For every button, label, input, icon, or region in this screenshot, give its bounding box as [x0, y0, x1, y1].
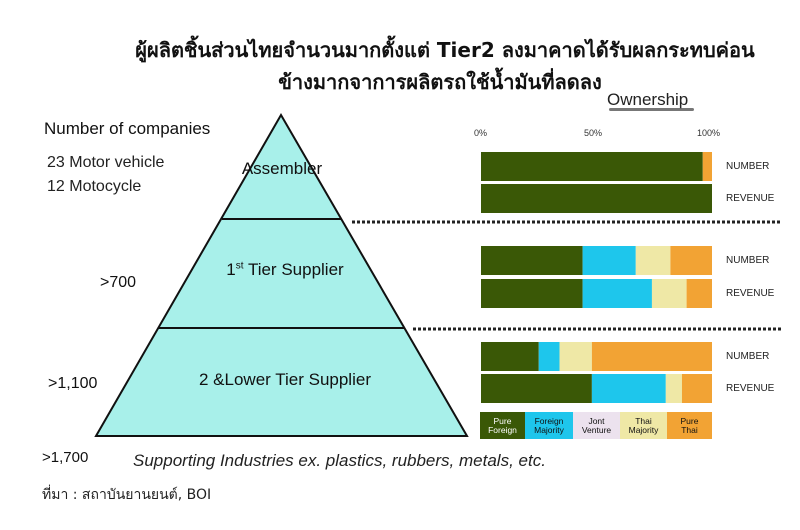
bar-label-number: NUMBER: [726, 351, 770, 362]
axis-tick-50: 50%: [584, 128, 603, 138]
ownership-underline: [609, 108, 694, 111]
bar-segment-thai-majority: [651, 279, 687, 308]
bar-segment-pure-foreign: [481, 152, 703, 181]
motorcycle-count: 12 Motocycle: [47, 178, 142, 195]
motor-vehicle-count: 23 Motor vehicle: [47, 154, 165, 171]
bar-segment-pure-thai: [686, 279, 712, 308]
bar-label-revenue: REVENUE: [726, 288, 775, 299]
bar-segment-pure-thai: [681, 374, 712, 403]
bars-layer: [481, 152, 712, 403]
pyramid: [94, 113, 469, 437]
tier-label-second-tier: 2 &Lower Tier Supplier: [199, 370, 371, 389]
bar-segment-thai-majority: [665, 374, 682, 403]
bar-segment-thai-majority: [559, 342, 592, 371]
bar-segment-pure-thai: [670, 246, 712, 275]
bar-segment-thai-majority: [635, 246, 671, 275]
bar-label-number: NUMBER: [726, 161, 770, 172]
title-line-1: ผู้ผลิตชิ้นส่วนไทยจำนวนมากตั้งแต่ Tier2 …: [135, 38, 755, 62]
bar-segment-pure-foreign: [481, 374, 592, 403]
bar-segment-pure-foreign: [481, 246, 583, 275]
bar-segment-pure-thai: [591, 342, 712, 371]
bar-segment-foreign-majority: [582, 246, 636, 275]
bar-label-revenue: REVENUE: [726, 193, 775, 204]
bar-segment-pure-thai: [702, 152, 712, 181]
bar-label-number: NUMBER: [726, 255, 770, 266]
bar-label-revenue: REVENUE: [726, 383, 775, 394]
supporting-count: >1,700: [42, 449, 89, 466]
bar-segment-foreign-majority: [538, 342, 560, 371]
tier2-count: >1,100: [48, 375, 98, 392]
bar-segment-pure-foreign: [481, 342, 539, 371]
tier1-sup: st: [235, 260, 244, 272]
axis-tick-0: 0%: [474, 128, 488, 138]
companies-label: Number of companies: [44, 119, 211, 138]
bar-segment-foreign-majority: [582, 279, 652, 308]
title-line-2: ข้างมากจาการผลิตรถใช้น้ำมันที่ลดลง: [278, 70, 602, 94]
bar-segment-foreign-majority: [591, 374, 666, 403]
ownership-heading: Ownership: [607, 90, 689, 109]
pyramid-shape: [94, 113, 469, 437]
axis-tick-100: 100%: [697, 128, 721, 138]
tier-label-first-tier: 1st Tier Supplier: [200, 260, 370, 280]
bar-segment-pure-foreign: [481, 279, 583, 308]
bar-segment-pure-foreign: [481, 184, 712, 213]
supporting-industries-note: Supporting Industries ex. plastics, rubb…: [133, 451, 546, 470]
tier-label-assembler: Assembler: [241, 159, 323, 178]
tier1-count: >700: [100, 274, 137, 291]
source-note: ที่มา : สถาบันยานยนต์, BOI: [42, 487, 212, 503]
tier1-num: 1: [226, 260, 236, 279]
tier1-text: Tier Supplier: [243, 260, 344, 279]
